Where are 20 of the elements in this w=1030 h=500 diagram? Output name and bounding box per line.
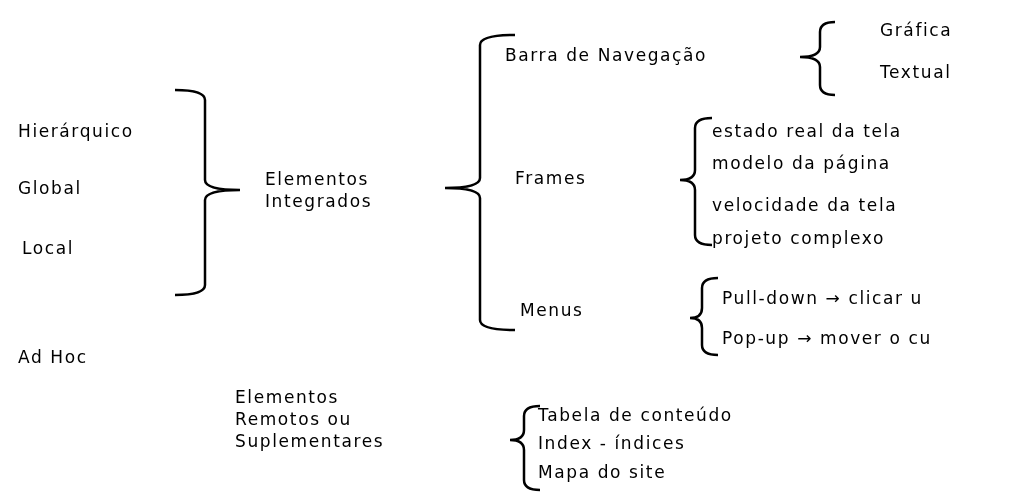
label-text: Elementos Integrados [265,168,374,212]
label-text: Hierárquico [18,120,134,142]
label-text: Menus [520,299,584,321]
label-text: modelo da página [712,152,891,174]
label-text: Global [18,177,82,199]
label-text: Textual [880,61,952,83]
label-text: estado real da tela [712,120,902,142]
label-text: Gráfica [880,19,953,41]
label-text: Pull-down → clicar u [722,287,923,309]
label-text: projeto complexo [712,227,885,249]
label-text: Pop-up → mover o cu [722,327,932,349]
label-text: Tabela de conteúdo [538,404,733,426]
label-text: Mapa do site [538,461,667,483]
label-text: Frames [515,167,587,189]
label-text: Ad Hoc [18,346,88,368]
label-text: velocidade da tela [712,194,898,216]
label-text: Index - índices [538,432,686,454]
label-text: Elementos Remotos ou Suplementares [235,386,386,452]
label-text: Barra de Navegação [505,44,708,66]
label-text: Local [22,237,75,259]
